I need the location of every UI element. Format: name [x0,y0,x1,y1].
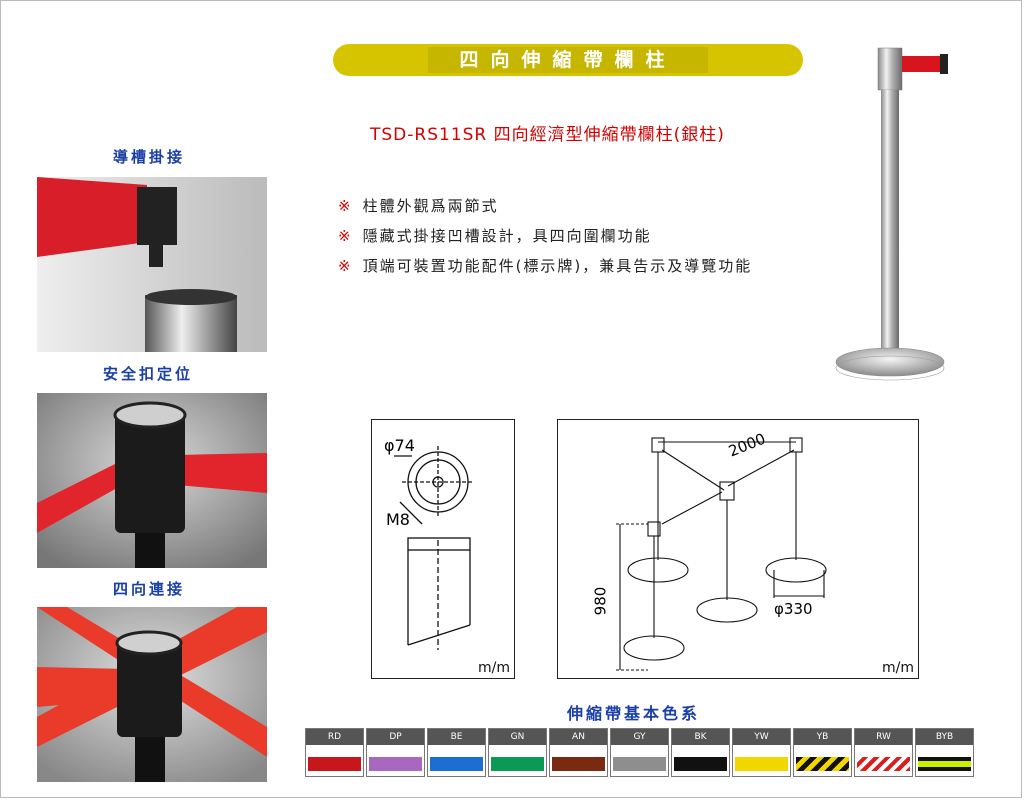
label-safety-buckle: 安全扣定位 [103,365,194,383]
feature-text: 頂端可裝置功能配件(標示牌)，兼具告示及導覽功能 [362,257,753,275]
color-swatch: GN [488,728,547,777]
model-name: TSD-RS11SR 四向經濟型伸縮帶欄柱(銀柱) [370,125,725,145]
color-code: GY [611,729,668,745]
feature-item: ※ 頂端可裝置功能配件(標示牌)，兼具告示及導覽功能 [338,254,752,284]
color-bar [918,757,971,771]
color-swatch: AN [549,728,608,777]
color-bar [308,757,361,771]
stanchion-product-photo [835,47,948,381]
photo-slot-hook [37,177,267,352]
dimension-height: 980 [591,586,610,616]
feature-marker: ※ [338,257,353,275]
color-code: BE [428,729,485,745]
color-code: DP [367,729,424,745]
title-banner-inner [428,47,708,73]
photo-four-way [37,607,267,782]
color-code: BK [672,729,729,745]
dimension-diameter: φ74 [384,436,415,455]
color-swatch: BE [427,728,486,777]
color-bar [857,757,910,771]
colors-title: 伸縮帶基本色系 [567,704,701,723]
cross-section-drawing: φ74 M8 m/m [371,419,515,679]
color-swatch: BYB [915,728,974,777]
feature-item: ※ 隱藏式掛接凹槽設計，具四向圍欄功能 [338,224,752,254]
color-bar [552,757,605,771]
title-banner: 四向伸縮帶欄柱 [333,44,803,76]
color-swatch: GY [610,728,669,777]
color-bar [430,757,483,771]
color-swatch: RW [854,728,913,777]
color-code: AN [550,729,607,745]
label-slot-hook: 導槽掛接 [113,148,186,166]
page-title: 四向伸縮帶欄柱 [459,49,677,71]
layout-drawing: 2000 980 φ330 m/m [557,419,919,679]
color-code: RW [855,729,912,745]
feature-text: 柱體外觀爲兩節式 [362,197,499,215]
feature-marker: ※ [338,197,353,215]
color-code: RD [306,729,363,745]
color-code: YW [733,729,790,745]
label-four-way: 四向連接 [113,580,186,598]
dimension-bolt: M8 [386,510,410,529]
unit-label: m/m [478,660,510,676]
feature-list: ※ 柱體外觀爲兩節式 ※ 隱藏式掛接凹槽設計，具四向圍欄功能 ※ 頂端可裝置功能配件(… [338,194,752,284]
color-bar [613,757,666,771]
color-swatch: BK [671,728,730,777]
color-bar [369,757,422,771]
color-swatch: RD [305,728,364,777]
photo-safety-buckle [37,393,267,568]
color-bar [796,757,849,771]
color-bar [735,757,788,771]
color-swatch: DP [366,728,425,777]
feature-item: ※ 柱體外觀爲兩節式 [338,194,752,224]
feature-marker: ※ [338,227,353,245]
color-bar [491,757,544,771]
unit-label: m/m [882,660,914,676]
color-swatch: YW [732,728,791,777]
color-code: YB [794,729,851,745]
color-code: GN [489,729,546,745]
color-code: BYB [916,729,973,745]
color-bar [674,757,727,771]
color-swatch: YB [793,728,852,777]
dimension-base: φ330 [774,600,813,618]
feature-text: 隱藏式掛接凹槽設計，具四向圍欄功能 [362,227,652,245]
